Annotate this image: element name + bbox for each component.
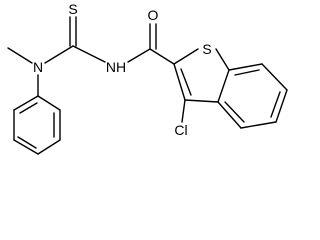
bond-benzo-inner-3 <box>224 101 245 123</box>
bond-co-c2 <box>149 48 175 65</box>
atom-amide-nh: NH <box>106 59 126 75</box>
bond-ph-4 <box>13 139 39 155</box>
bond-c3a-c3 <box>184 99 219 103</box>
atom-labels: S O NH N S Cl <box>33 1 212 138</box>
atom-thiocarbonyl-s: S <box>68 1 77 17</box>
bond-c7-c6 <box>261 63 288 91</box>
bond-c3-cl <box>181 99 186 123</box>
bond-c2-s <box>173 48 199 65</box>
bond-c-n <box>44 45 74 64</box>
bond-n-methyl <box>7 47 33 64</box>
atom-chloro: Cl <box>174 122 187 138</box>
bond-c5-c4 <box>240 121 277 129</box>
bond-c3-c2 <box>173 63 186 101</box>
bond-ph-3 <box>37 139 61 155</box>
atom-thiophene-s: S <box>202 41 211 57</box>
bond-nh-co <box>127 48 151 63</box>
bond-ph-inner-3 <box>19 102 38 114</box>
molecule-svg: S O NH N S Cl <box>7 1 288 155</box>
bond-lines <box>7 16 288 155</box>
bond-ph-inner-2 <box>17 136 37 149</box>
bond-c-nh <box>72 45 106 63</box>
bond-c6-c5 <box>275 89 288 123</box>
bond-c7a-c3a <box>217 69 230 103</box>
bond-s-c7a <box>215 48 230 71</box>
bond-ph-1 <box>37 95 61 111</box>
structure-diagram: S O NH N S Cl <box>7 1 288 155</box>
atom-carbonyl-o: O <box>148 7 159 23</box>
bond-c4-c3a <box>217 101 242 129</box>
bond-benzo-inner-1 <box>234 69 260 76</box>
atom-tertiary-n: N <box>33 59 43 75</box>
bond-benzo-inner-2 <box>270 91 281 118</box>
bond-c3-c2-inner <box>180 68 192 96</box>
bond-c7a-c7 <box>228 63 263 71</box>
bond-ph-6 <box>13 95 39 111</box>
